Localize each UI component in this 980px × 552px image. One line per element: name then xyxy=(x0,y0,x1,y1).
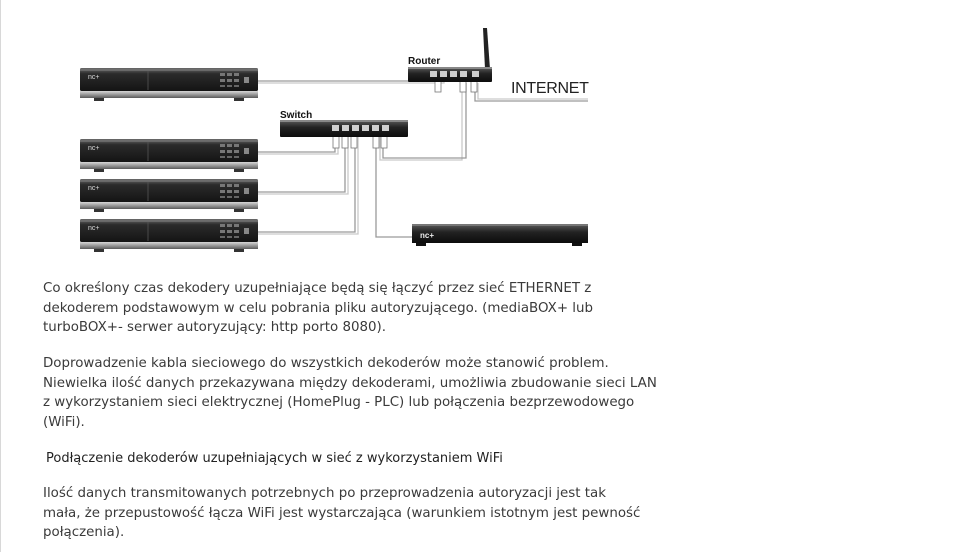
page-left-border xyxy=(0,0,1,552)
switch-label: Switch xyxy=(280,110,312,121)
paragraph-authorization: Co określony czas dekodery uzupełniające… xyxy=(43,281,594,335)
decoder-4: nc+ xyxy=(79,218,259,253)
router: Router xyxy=(408,28,492,82)
svg-text:nc+: nc+ xyxy=(420,231,434,240)
router-label: Router xyxy=(408,56,440,67)
network-diagram: nc+ nc+ nc+ nc+ nc+ Router xyxy=(79,28,589,253)
main-decoder: nc+ xyxy=(412,224,588,246)
decoder-3: nc+ xyxy=(79,178,259,213)
paragraph-cabling-problem: Doprowadzenie kabla sieciowego do wszyst… xyxy=(43,356,657,430)
section-heading-wifi: Podłączenie dekoderów uzupełniających w … xyxy=(46,451,503,466)
decoder-1: nc+ xyxy=(79,67,259,102)
svg-text:nc+: nc+ xyxy=(88,145,99,152)
svg-text:nc+: nc+ xyxy=(88,185,99,192)
svg-text:nc+: nc+ xyxy=(88,74,99,81)
svg-text:nc+: nc+ xyxy=(88,225,99,232)
paragraph-wifi-bandwidth: Ilość danych transmitowanych potrzebnych… xyxy=(43,486,641,540)
internet-label: INTERNET xyxy=(511,80,589,97)
switch: Switch xyxy=(280,110,408,137)
decoder-2: nc+ xyxy=(79,138,259,173)
